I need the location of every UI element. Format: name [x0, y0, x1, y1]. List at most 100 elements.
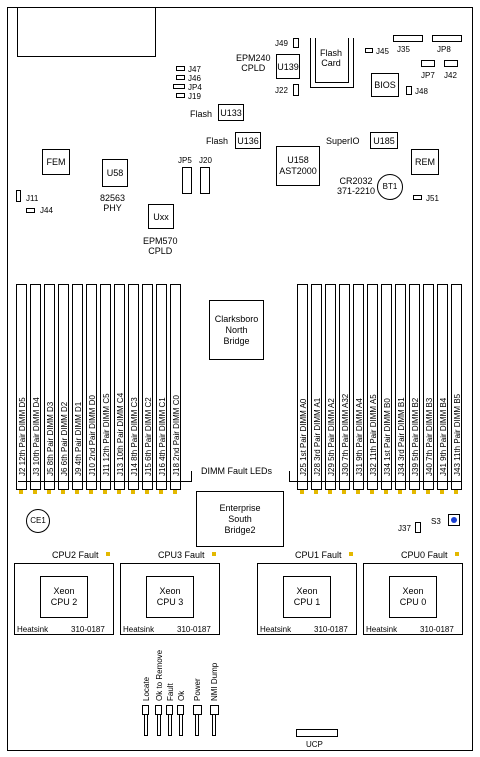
dimm-slot: J40 7th Pair DIMM B3: [423, 284, 434, 490]
front-led-label: Fault: [166, 683, 175, 701]
u139-chip: U139: [276, 54, 300, 79]
dimm-slot-label: J43 11th Pair DIMM B5: [452, 393, 462, 476]
s3-label: S3: [431, 517, 441, 526]
flash-u133-label: Flash: [190, 109, 213, 119]
front-led-leg: [157, 714, 161, 736]
dimm-slot: J30 7th Pair DIMM A32: [339, 284, 350, 490]
j46-label: J46: [188, 74, 201, 83]
j47-label: J47: [188, 65, 201, 74]
j48-connector: [406, 86, 412, 95]
j45-connector: [365, 48, 373, 53]
dimm-slot: J10 2nd Pair DIMM D0: [86, 284, 97, 490]
j49-label: J49: [275, 39, 288, 48]
dimm-slot-label: J31 9th Pair DIMM A4: [354, 398, 364, 476]
dimm-slot: J9 4th Pair DIMM D1: [72, 284, 83, 490]
dimm-slot-label: J9 4th Pair DIMM D1: [73, 401, 83, 476]
front-led-leg: [144, 714, 148, 736]
dimm-slot-label: J11 12th Pair DIMM C5: [101, 393, 111, 476]
dimm-fault-led: [75, 490, 79, 494]
uxx-chip: Uxx: [148, 204, 174, 229]
j42-label: J42: [444, 71, 457, 80]
ucp-connector: [296, 729, 338, 737]
south-bridge-chip: Enterprise South Bridge2: [196, 491, 284, 547]
heatsink-part-number: 310-0187: [71, 625, 105, 634]
dimm-fault-led: [454, 490, 458, 494]
jp5-connector: [182, 167, 192, 194]
front-led-leg: [168, 714, 172, 736]
dimm-fault-led: [173, 490, 177, 494]
j22-label: J22: [275, 86, 288, 95]
cpu-fault-led: [349, 552, 353, 556]
dimm-fault-led: [131, 490, 135, 494]
dimm-slot-label: J40 7th Pair DIMM B3: [424, 397, 434, 476]
j44-connector: [26, 208, 35, 213]
cpu-fault-led: [106, 552, 110, 556]
epm240-label: EPM240 CPLD: [236, 53, 271, 73]
bt1-battery: BT1: [377, 174, 403, 200]
j46-connector: [176, 75, 185, 80]
dimm-slot-label: J32 11th Pair DIMM A5: [368, 394, 378, 476]
u158-ast2000-chip: U158 AST2000: [276, 146, 320, 186]
s3-button[interactable]: [448, 514, 460, 526]
flash-card-slot: [310, 38, 354, 88]
dimm-slot-label: J34 1st Pair DIMM B0: [382, 398, 392, 476]
u185-chip: U185: [370, 132, 398, 149]
j37-label: J37: [398, 524, 411, 533]
dimm-slot-label: J15 6th Pair DIMM C2: [143, 397, 153, 476]
dimm-slot: J2 12th Pair DIMM D5: [16, 284, 27, 490]
jp8-connector: [432, 35, 462, 42]
dimm-slot: J11 12th Pair DIMM C5: [100, 284, 111, 490]
cpu-fault-label: CPU3 Fault: [158, 550, 205, 560]
flash-u136-label: Flash: [206, 136, 229, 146]
dimm-slot-label: J13 10th Pair DIMM C4: [115, 392, 125, 476]
j19-connector: [176, 93, 185, 98]
dimm-fault-led: [426, 490, 430, 494]
cpu-heatsink: [363, 563, 463, 635]
cpu-heatsink: [257, 563, 357, 635]
dimm-slot-label: J2 12th Pair DIMM D5: [17, 397, 27, 476]
cpu-fault-label: CPU2 Fault: [52, 550, 99, 560]
j22-connector: [293, 84, 299, 96]
j11-connector: [16, 190, 21, 202]
heatsink-label: Heatsink: [123, 625, 155, 634]
dimm-fault-led: [300, 490, 304, 494]
dimm-slot: J39 5th Pair DIMM B2: [409, 284, 420, 490]
front-led-label: Locate: [142, 676, 151, 701]
dimm-slot: J32 11th Pair DIMM A5: [367, 284, 378, 490]
dimm-slot-label: J3 10th Pair DIMM D4: [31, 397, 41, 476]
j44-label: J44: [40, 206, 53, 215]
j37-connector: [415, 522, 421, 533]
j19-label: J19: [188, 92, 201, 101]
dimm-fault-led: [19, 490, 23, 494]
cpu-fault-led: [212, 552, 216, 556]
cpu-package: Xeon CPU 2: [40, 576, 88, 618]
cpu-heatsink: [120, 563, 220, 635]
j51-connector: [413, 195, 422, 200]
motherboard-outline: [7, 7, 473, 751]
dimm-slot: J34 1st Pair DIMM B0: [381, 284, 392, 490]
dimm-fault-led: [342, 490, 346, 494]
dimm-slot: J15 6th Pair DIMM C2: [142, 284, 153, 490]
dimm-slot-label: J18 2nd Pair DIMM C0: [171, 395, 181, 476]
heatsink-label: Heatsink: [17, 625, 49, 634]
heatsink-part-number: 310-0187: [314, 625, 348, 634]
dimm-slot-label: J30 7th Pair DIMM A32: [340, 393, 350, 476]
j20-connector: [200, 167, 210, 194]
flash-card-inner: [315, 38, 349, 83]
dimm-slot: J31 9th Pair DIMM A4: [353, 284, 364, 490]
front-led-leg: [212, 714, 216, 736]
dimm-slot-label: J41 9th Pair DIMM B4: [438, 397, 448, 476]
phy-label: 82563 PHY: [100, 193, 126, 213]
jp5-label: JP5: [178, 156, 192, 165]
dimm-slot: J34 3rd Pair DIMM B1: [395, 284, 406, 490]
front-led-label: Ok to Remove: [155, 649, 164, 701]
dimm-fault-led: [440, 490, 444, 494]
dimm-fault-led: [61, 490, 65, 494]
dimm-fault-led: [356, 490, 360, 494]
dimm-fault-bracket-left: [18, 481, 192, 482]
dimm-slot-label: J6 6th Pair DIMM D2: [59, 401, 69, 476]
dimm-slot: J13 10th Pair DIMM C4: [114, 284, 125, 490]
cpu-package: Xeon CPU 0: [389, 576, 437, 618]
dimm-fault-led: [117, 490, 121, 494]
dimm-slot-label: J39 5th Pair DIMM B2: [410, 397, 420, 476]
